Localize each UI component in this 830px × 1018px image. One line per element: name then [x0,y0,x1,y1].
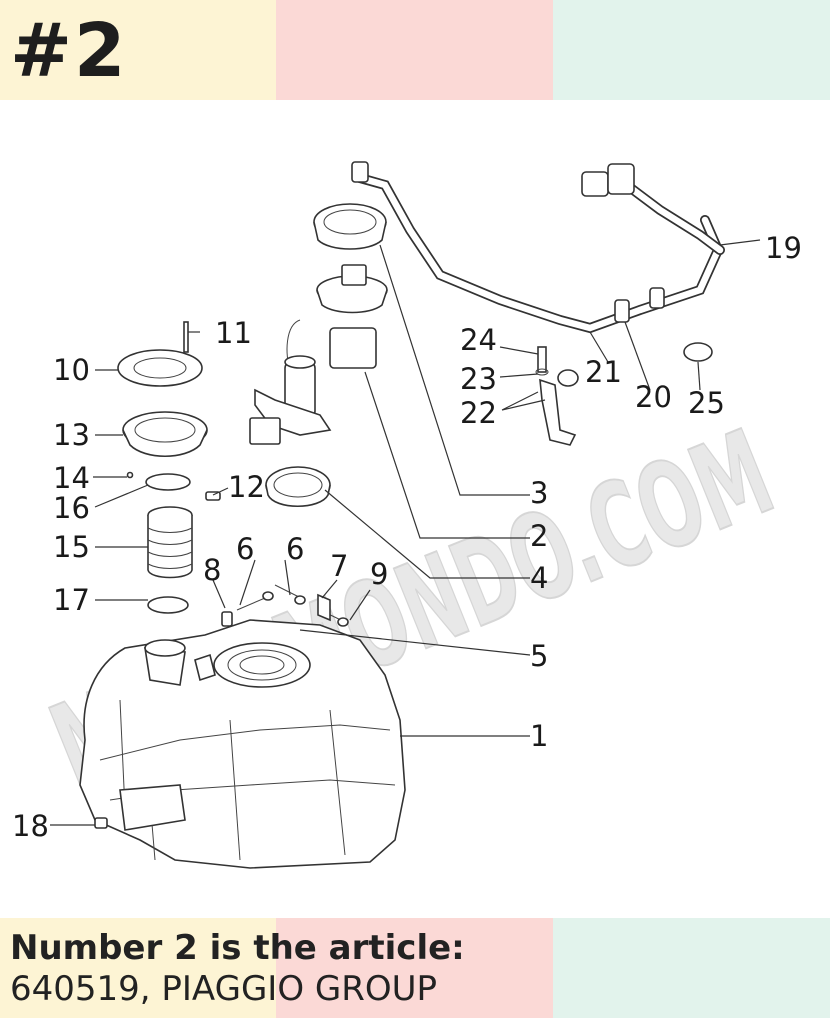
header-band-pink [276,0,553,100]
callout-9: 9 [370,557,388,591]
bellows-15 [147,506,193,579]
callout-20: 20 [635,380,672,414]
parts-diagram: MOTOMONDO.COM [12,161,802,869]
ring-17 [147,596,189,614]
footer-band-pink [276,918,553,1018]
callout-21: 21 [585,355,622,389]
callout-7: 7 [330,549,348,583]
callout-8: 8 [203,553,221,587]
screw-11 [183,321,189,353]
callout-25: 25 [688,386,725,420]
connector-20 [614,299,630,323]
callout-12: 12 [228,470,265,504]
hose-2 [351,161,724,334]
pin-14 [126,471,134,479]
callout-2: 2 [530,519,548,553]
callout-18: 18 [12,809,49,843]
cover-plate-10 [117,349,203,387]
article-caption-title: Number 2 is the article: [10,928,465,968]
connector [649,287,665,309]
article-caption: Number 2 is the article: 640519, PIAGGIO… [10,928,820,1010]
item-number-badge: #2 [10,8,128,94]
callout-16: 16 [53,491,90,525]
pump-head [316,264,388,369]
callouts: 1 2 3 4 5 6 6 7 8 9 10 11 12 13 14 15 16… [12,231,802,843]
callout-6b: 6 [286,532,304,566]
callout-3: 3 [530,476,548,510]
callout-24: 24 [460,323,497,357]
callout-19: 19 [765,231,802,265]
seal-4 [265,466,331,507]
flange-13 [122,411,208,458]
leader-lines [50,239,761,826]
fuel-pump [249,319,332,445]
article-part-number: 640519, PIAGGIO GROUP [10,969,438,1009]
callout-23: 23 [460,362,497,396]
screws-6-7-9 [221,584,349,627]
callout-10: 10 [53,353,90,387]
footer-band-yellow [0,918,276,1018]
callout-13: 13 [53,418,90,452]
callout-11: 11 [215,316,252,350]
bracket-22 [535,346,579,446]
callout-22: 22 [460,396,497,430]
footer-band [0,918,830,1018]
hose-clamp-25 [683,342,713,362]
header-band [0,0,830,100]
fuel-tank [79,619,406,869]
callout-1: 1 [530,719,548,753]
header-band-yellow [0,0,276,100]
callout-14: 14 [53,461,90,495]
header-band-green [553,0,830,100]
ring-nut-3 [313,203,387,250]
callout-15: 15 [53,530,90,564]
clip-18 [94,817,108,829]
callout-6a: 6 [236,532,254,566]
callout-17: 17 [53,583,90,617]
hose-19 [581,163,725,255]
footer-band-green [553,918,830,1018]
callout-4: 4 [530,561,548,595]
ring-16 [145,473,191,491]
callout-5: 5 [530,639,548,673]
